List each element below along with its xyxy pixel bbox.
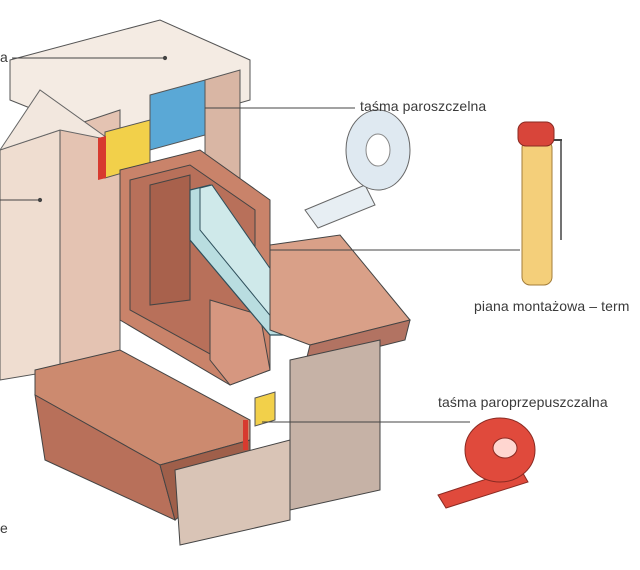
upper-tapes — [98, 79, 206, 180]
label-left-top: a — [0, 49, 8, 65]
vapor-permeable-tape-roll — [437, 417, 536, 509]
mounting-foam-can — [517, 121, 562, 286]
label-vapor-tight-tape: taśma paroszczelna — [360, 98, 487, 114]
label-mounting-foam: piana montażowa – term — [474, 298, 630, 314]
label-left-bottom: e — [0, 520, 8, 536]
lower-tapes — [243, 391, 276, 450]
upper-wall-block — [0, 19, 251, 381]
lower-wall-left — [174, 439, 291, 546]
leader-lines — [0, 55, 520, 423]
lower-wall-right — [289, 339, 381, 511]
label-vapor-permeable-tape: taśma paroprzepuszczalna — [438, 394, 608, 410]
window-frame — [119, 149, 271, 386]
vapor-tight-tape-roll — [304, 109, 411, 229]
interior-sill — [269, 234, 411, 366]
